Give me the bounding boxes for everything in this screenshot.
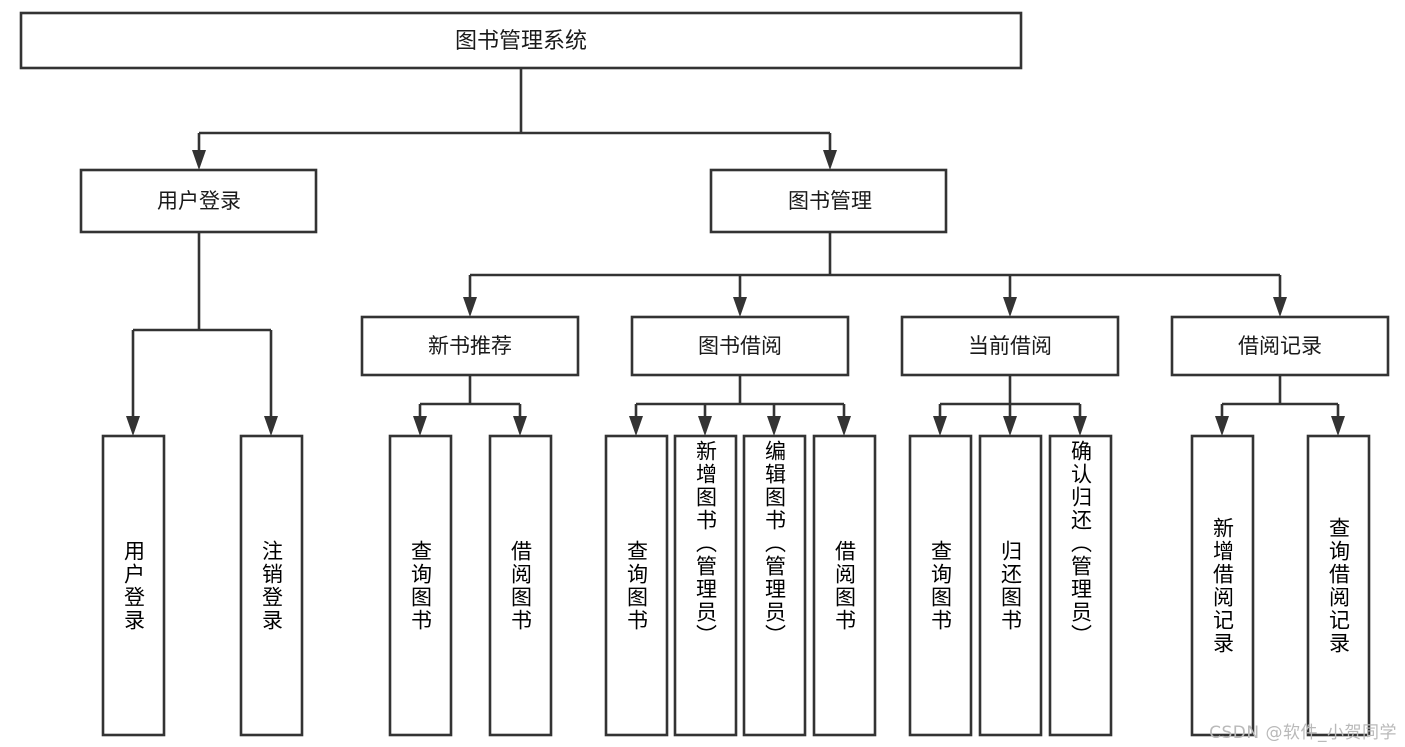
leaf-current-borrow-3-rect[interactable] bbox=[1048, 434, 1113, 737]
arrowhead-ul-leaf-1 bbox=[126, 416, 140, 436]
leaf-new-book-2[interactable]: 借阅图书 bbox=[488, 434, 553, 737]
node-book-borrow-rect[interactable] bbox=[630, 315, 850, 377]
arrowhead-bb-leaf-4 bbox=[837, 416, 851, 436]
node-book-manage[interactable]: 图书管理 bbox=[709, 168, 948, 234]
leaf-new-book-2-label: 借阅图书 bbox=[508, 539, 533, 632]
leaf-book-borrow-1[interactable]: 查询图书 bbox=[604, 434, 669, 737]
leaf-current-borrow-2[interactable]: 归还图书 bbox=[978, 434, 1043, 737]
node-current-borrow[interactable]: 当前借阅 bbox=[900, 315, 1120, 377]
leaf-new-book-1[interactable]: 查询图书 bbox=[388, 434, 453, 737]
leaf-user-login-1-rect[interactable] bbox=[101, 434, 166, 737]
arrowhead-bb-leaf-1 bbox=[629, 416, 643, 436]
node-borrow-record-rect[interactable] bbox=[1170, 315, 1390, 377]
leaf-book-borrow-4-rect[interactable] bbox=[812, 434, 877, 737]
node-user-login-label: 用户登录 bbox=[157, 189, 241, 213]
node-current-borrow-label: 当前借阅 bbox=[968, 334, 1052, 358]
leaf-book-borrow-2-rect[interactable] bbox=[673, 434, 738, 737]
arrowhead-borrow-record bbox=[1273, 297, 1287, 317]
arrowhead-br-leaf-2 bbox=[1331, 416, 1345, 436]
leaf-current-borrow-1-rect[interactable] bbox=[908, 434, 973, 737]
leaf-borrow-record-2-rect[interactable] bbox=[1306, 434, 1371, 737]
node-book-manage-rect[interactable] bbox=[709, 168, 948, 234]
leaf-current-borrow-2-rect[interactable] bbox=[978, 434, 1043, 737]
arrowhead-nb-leaf-1 bbox=[413, 416, 427, 436]
leaf-new-book-2-rect[interactable] bbox=[488, 434, 553, 737]
node-new-book-recommend-rect[interactable] bbox=[360, 315, 580, 377]
arrowhead-book-borrow bbox=[733, 297, 747, 317]
arrowhead-new-book bbox=[463, 297, 477, 317]
arrowhead-cb-leaf-3 bbox=[1073, 416, 1087, 436]
node-book-borrow-label: 图书借阅 bbox=[698, 334, 782, 358]
leaf-book-borrow-3-label: 编辑图书（管理员） bbox=[762, 440, 787, 647]
node-new-book-recommend-label: 新书推荐 bbox=[428, 334, 512, 358]
node-root-rect[interactable] bbox=[19, 11, 1023, 70]
leaf-book-borrow-1-rect[interactable] bbox=[604, 434, 669, 737]
leaf-user-login-1-label: 用户登录 bbox=[121, 539, 146, 632]
node-root-label: 图书管理系统 bbox=[455, 29, 587, 54]
leaf-current-borrow-3-label: 确认归还（管理员） bbox=[1068, 440, 1093, 647]
leaf-book-borrow-1-label: 查询图书 bbox=[624, 539, 649, 632]
leaf-borrow-record-1[interactable]: 新增借阅记录 bbox=[1190, 434, 1255, 737]
arrowhead-nb-leaf-2 bbox=[513, 416, 527, 436]
leaf-book-borrow-3-rect[interactable] bbox=[742, 434, 807, 737]
arrowhead-book-manage bbox=[823, 150, 837, 170]
csdn-watermark: CSDN @软件_小贺同学 bbox=[1209, 723, 1397, 743]
node-root[interactable]: 图书管理系统 bbox=[19, 11, 1023, 70]
node-borrow-record[interactable]: 借阅记录 bbox=[1170, 315, 1390, 377]
leaf-book-borrow-2-label: 新增图书（管理员） bbox=[693, 440, 718, 647]
arrowhead-br-leaf-1 bbox=[1215, 416, 1229, 436]
node-new-book-recommend[interactable]: 新书推荐 bbox=[360, 315, 580, 377]
arrowhead-ul-leaf-2 bbox=[264, 416, 278, 436]
leaf-current-borrow-1[interactable]: 查询图书 bbox=[908, 434, 973, 737]
leaf-new-book-1-label: 查询图书 bbox=[408, 539, 433, 632]
arrowhead-bb-leaf-2 bbox=[698, 416, 712, 436]
node-current-borrow-rect[interactable] bbox=[900, 315, 1120, 377]
node-user-login-rect[interactable] bbox=[79, 168, 318, 234]
arrowhead-cb-leaf-1 bbox=[933, 416, 947, 436]
connector-layer bbox=[126, 68, 1345, 436]
leaf-user-login-2-rect[interactable] bbox=[239, 434, 304, 737]
leaf-current-borrow-3[interactable]: 确认归还（管理员） bbox=[1048, 434, 1113, 737]
leaf-new-book-1-rect[interactable] bbox=[388, 434, 453, 737]
leaf-current-borrow-1-label: 查询图书 bbox=[928, 539, 953, 632]
arrowhead-current-borrow bbox=[1003, 297, 1017, 317]
node-book-manage-label: 图书管理 bbox=[788, 189, 872, 213]
leaf-borrow-record-2[interactable]: 查询借阅记录 bbox=[1306, 434, 1371, 737]
leaf-user-login-2-label: 注销登录 bbox=[259, 539, 284, 632]
arrowhead-cb-leaf-2 bbox=[1003, 416, 1017, 436]
leaf-user-login-2[interactable]: 注销登录 bbox=[239, 434, 304, 737]
leaf-book-borrow-3[interactable]: 编辑图书（管理员） bbox=[742, 434, 807, 737]
leaf-borrow-record-1-label: 新增借阅记录 bbox=[1210, 516, 1235, 655]
node-user-login[interactable]: 用户登录 bbox=[79, 168, 318, 234]
arrowhead-bb-leaf-3 bbox=[767, 416, 781, 436]
node-book-borrow[interactable]: 图书借阅 bbox=[630, 315, 850, 377]
arrowhead-user-login bbox=[192, 150, 206, 170]
leaf-book-borrow-2[interactable]: 新增图书（管理员） bbox=[673, 434, 738, 737]
leaf-book-borrow-4-label: 借阅图书 bbox=[832, 539, 857, 632]
leaf-current-borrow-2-label: 归还图书 bbox=[998, 539, 1023, 632]
leaf-book-borrow-4[interactable]: 借阅图书 bbox=[812, 434, 877, 737]
leaf-borrow-record-1-rect[interactable] bbox=[1190, 434, 1255, 737]
leaf-user-login-1[interactable]: 用户登录 bbox=[101, 434, 166, 737]
leaf-borrow-record-2-label: 查询借阅记录 bbox=[1326, 516, 1351, 655]
node-borrow-record-label: 借阅记录 bbox=[1238, 334, 1322, 358]
